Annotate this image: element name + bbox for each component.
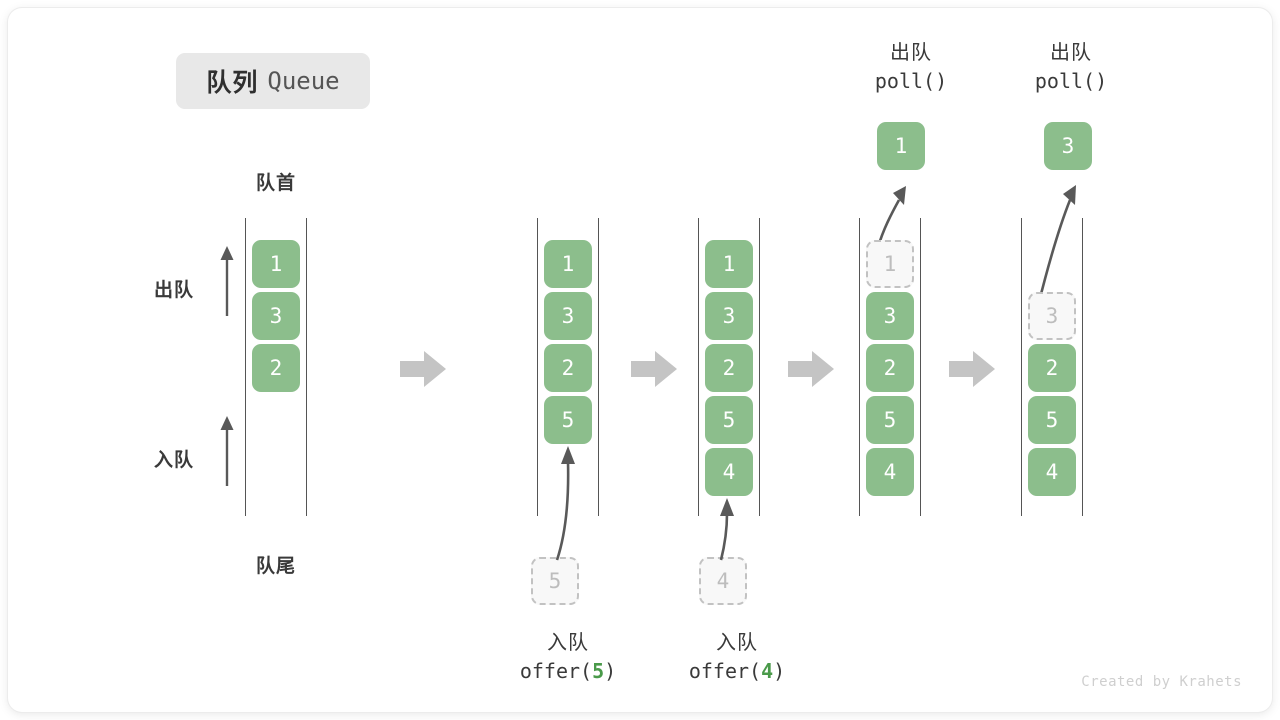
- queue-slot: 4: [1028, 448, 1076, 496]
- queue-slot: 3: [544, 292, 592, 340]
- queue-slot: 3: [866, 292, 914, 340]
- queue-head-label: 队首: [255, 173, 297, 194]
- flow-arrow-icon: [949, 351, 995, 387]
- dequeued-element: 1: [877, 122, 925, 170]
- queue-slot: 5: [866, 396, 914, 444]
- enqueue-arrow: [555, 446, 575, 561]
- queue-column-poll-1: 1 3 2 5 4: [859, 218, 921, 516]
- operation-label-poll-1: 出队 poll(): [875, 38, 947, 96]
- queue-tail-label: 队尾: [255, 556, 297, 577]
- incoming-element-ghost: 5: [531, 557, 579, 605]
- queue-slot-ghost: 1: [866, 240, 914, 288]
- flow-arrow-icon: [788, 351, 834, 387]
- queue-slot: 1: [544, 240, 592, 288]
- incoming-element-ghost: 4: [699, 557, 747, 605]
- queue-rail-left: [245, 218, 246, 516]
- operation-label-cn: 入队: [547, 630, 589, 654]
- queue-rail-right: [598, 218, 599, 516]
- dequeue-direction-label: 出队: [154, 280, 195, 301]
- operation-label-cn: 出队: [890, 40, 932, 64]
- queue-slot: 2: [866, 344, 914, 392]
- queue-slot-empty: [1028, 240, 1076, 288]
- dequeued-element: 3: [1044, 122, 1092, 170]
- operation-label-cn: 入队: [716, 630, 758, 654]
- queue-slot: 2: [1028, 344, 1076, 392]
- queue-rail-left: [537, 218, 538, 516]
- watermark-credit: Created by Krahets: [1081, 674, 1242, 690]
- queue-column-offer-4: 1 3 2 5 4: [698, 218, 760, 516]
- operation-label-code: offer(4): [688, 659, 786, 683]
- queue-slot: 3: [252, 292, 300, 340]
- queue-column-poll-3: 3 2 5 4: [1021, 218, 1083, 516]
- queue-slot: 5: [544, 396, 592, 444]
- queue-slot-ghost: 3: [1028, 292, 1076, 340]
- flow-arrow-icon: [631, 351, 677, 387]
- enqueue-direction-label: 入队: [154, 450, 195, 471]
- operation-label-code: offer(5): [519, 659, 617, 683]
- queue-column-initial: 1 3 2: [245, 218, 307, 516]
- flow-arrow-icon: [400, 351, 446, 387]
- title-chinese: 队列: [206, 69, 259, 97]
- queue-rail-right: [920, 218, 921, 516]
- queue-rail-left: [1021, 218, 1022, 516]
- queue-slot: 3: [705, 292, 753, 340]
- queue-rail-left: [859, 218, 860, 516]
- queue-rail-right: [759, 218, 760, 516]
- queue-slot: 1: [252, 240, 300, 288]
- queue-slot: 4: [866, 448, 914, 496]
- operation-label-code: poll(): [1034, 69, 1108, 93]
- enqueue-arrow: [719, 498, 734, 561]
- operation-label-offer-5: 入队 offer(5): [520, 628, 616, 686]
- title-english: Queue: [267, 67, 340, 95]
- operation-label-offer-4: 入队 offer(4): [689, 628, 785, 686]
- enqueue-direction-arrow: [220, 416, 234, 486]
- queue-column-offer-5: 1 3 2 5: [537, 218, 599, 516]
- operation-label-poll-3: 出队 poll(): [1035, 38, 1107, 96]
- queue-slot: 2: [705, 344, 753, 392]
- queue-rail-right: [1082, 218, 1083, 516]
- queue-slot: 2: [544, 344, 592, 392]
- queue-rail-left: [698, 218, 699, 516]
- operation-label-code: poll(): [874, 69, 948, 93]
- dequeue-direction-arrow: [220, 246, 234, 316]
- queue-slot: 1: [705, 240, 753, 288]
- queue-slot: 5: [705, 396, 753, 444]
- diagram-title-badge: 队列 Queue: [176, 53, 370, 109]
- queue-slot: 5: [1028, 396, 1076, 444]
- diagram-card: 队列 Queue 队首 队尾 出队 入队 1 3 2 1 3 2 5 5: [8, 8, 1272, 712]
- operation-label-cn: 出队: [1050, 40, 1092, 64]
- queue-slot: 4: [705, 448, 753, 496]
- queue-slot: 2: [252, 344, 300, 392]
- queue-rail-right: [306, 218, 307, 516]
